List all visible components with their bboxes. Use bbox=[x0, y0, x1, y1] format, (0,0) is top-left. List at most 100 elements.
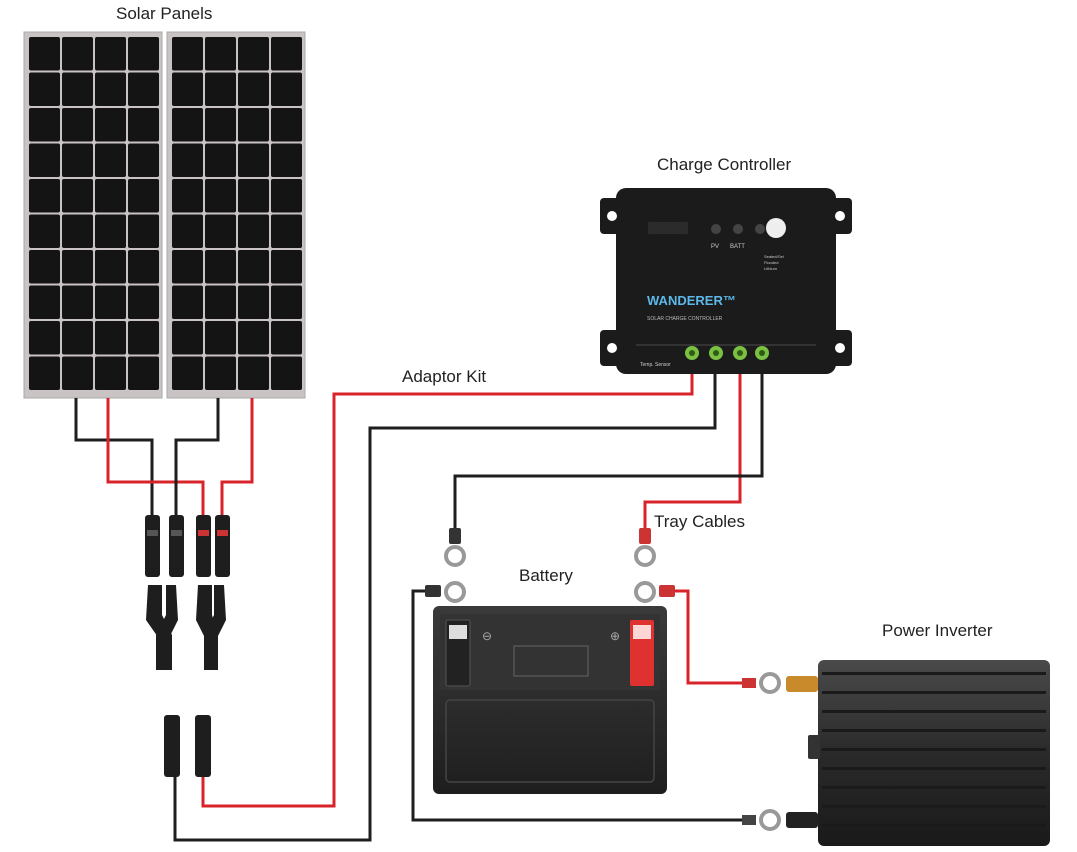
solar-cell bbox=[205, 356, 236, 390]
solar-cell bbox=[128, 214, 159, 248]
controller-brand: WANDERER™ bbox=[647, 293, 736, 308]
controller-subtitle: SOLAR CHARGE CONTROLLER bbox=[647, 316, 723, 322]
solar-cell bbox=[205, 321, 236, 355]
solar-panels-label: Solar Panels bbox=[116, 4, 213, 23]
inverter-fin bbox=[822, 691, 1046, 694]
solar-cell bbox=[238, 108, 269, 142]
solar-cell bbox=[271, 37, 302, 71]
solar-panel-left bbox=[23, 31, 163, 399]
mode-line: Sealed/Gel bbox=[764, 254, 784, 259]
adaptor-kit-wires bbox=[173, 373, 717, 842]
solar-cell bbox=[95, 285, 126, 319]
power-inverter bbox=[742, 660, 1050, 846]
solar-cell bbox=[29, 72, 60, 106]
solar-cell bbox=[62, 356, 93, 390]
solar-cell bbox=[205, 143, 236, 177]
solar-cell bbox=[172, 321, 203, 355]
solar-cell bbox=[62, 108, 93, 142]
solar-cell bbox=[172, 356, 203, 390]
solar-cell bbox=[62, 179, 93, 213]
solar-cell bbox=[271, 108, 302, 142]
inverter-fin bbox=[822, 710, 1046, 713]
tray-cable-wires bbox=[453, 373, 764, 540]
solar-cell bbox=[62, 214, 93, 248]
solar-cell bbox=[205, 285, 236, 319]
battery-unit: ⊖ ⊕ bbox=[433, 606, 667, 794]
solar-cell bbox=[271, 214, 302, 248]
solar-cell bbox=[172, 143, 203, 177]
solar-cell bbox=[95, 356, 126, 390]
solar-cell bbox=[238, 356, 269, 390]
ring-terminals bbox=[425, 528, 675, 603]
solar-cell bbox=[62, 285, 93, 319]
solar-cell bbox=[238, 321, 269, 355]
inverter-fins bbox=[822, 672, 1046, 827]
solar-cell bbox=[128, 143, 159, 177]
solar-cell bbox=[62, 143, 93, 177]
mode-line: Flooded bbox=[764, 260, 778, 265]
solar-cell bbox=[271, 72, 302, 106]
battery-positive-symbol: ⊕ bbox=[610, 629, 620, 643]
inverter-fin bbox=[822, 729, 1046, 732]
solar-cell bbox=[172, 72, 203, 106]
power-inverter-label: Power Inverter bbox=[882, 621, 993, 640]
solar-cell bbox=[205, 214, 236, 248]
solar-cell bbox=[29, 356, 60, 390]
solar-cell bbox=[205, 37, 236, 71]
solar-cell bbox=[238, 72, 269, 106]
solar-cell bbox=[238, 179, 269, 213]
solar-cell bbox=[29, 321, 60, 355]
mc4-connectors bbox=[145, 515, 230, 577]
tray-cables-label: Tray Cables bbox=[654, 512, 746, 531]
solar-cell bbox=[95, 250, 126, 284]
solar-cell bbox=[205, 179, 236, 213]
solar-cell bbox=[29, 179, 60, 213]
solar-cell bbox=[271, 321, 302, 355]
solar-cell bbox=[62, 250, 93, 284]
mode-line: Lithium bbox=[764, 266, 778, 271]
adaptor-kit-label: Adaptor Kit bbox=[402, 367, 487, 386]
solar-cell bbox=[238, 285, 269, 319]
solar-cell bbox=[271, 250, 302, 284]
solar-cell bbox=[29, 250, 60, 284]
solar-cell bbox=[172, 37, 203, 71]
solar-cell bbox=[238, 37, 269, 71]
solar-cell bbox=[205, 250, 236, 284]
solar-cell bbox=[128, 321, 159, 355]
solar-cell bbox=[29, 143, 60, 177]
solar-cell bbox=[29, 108, 60, 142]
solar-cell bbox=[128, 37, 159, 71]
y-branch-connectors bbox=[146, 585, 226, 777]
charge-controller-label: Charge Controller bbox=[657, 155, 792, 174]
solar-cell bbox=[62, 37, 93, 71]
battery-label: Battery bbox=[519, 566, 573, 585]
solar-cell bbox=[29, 285, 60, 319]
solar-cell bbox=[62, 321, 93, 355]
solar-cell bbox=[128, 108, 159, 142]
inverter-fin bbox=[822, 786, 1046, 789]
temp-sensor-label: Temp. Sensor bbox=[640, 362, 671, 368]
solar-cell bbox=[271, 356, 302, 390]
solar-cell bbox=[95, 143, 126, 177]
inverter-fin bbox=[822, 805, 1046, 808]
inverter-fin bbox=[822, 672, 1046, 675]
inverter-fin bbox=[822, 748, 1046, 751]
solar-cell bbox=[271, 285, 302, 319]
solar-cell bbox=[238, 250, 269, 284]
solar-cell bbox=[128, 72, 159, 106]
solar-cell bbox=[95, 37, 126, 71]
solar-cell bbox=[172, 285, 203, 319]
solar-cell bbox=[205, 72, 236, 106]
battery-negative-symbol: ⊖ bbox=[482, 629, 492, 643]
solar-cell bbox=[29, 214, 60, 248]
solar-cell bbox=[172, 108, 203, 142]
solar-cell bbox=[128, 179, 159, 213]
solar-cell bbox=[95, 108, 126, 142]
solar-cell bbox=[238, 214, 269, 248]
solar-cell bbox=[95, 179, 126, 213]
panel-wires bbox=[74, 398, 254, 515]
solar-cell bbox=[172, 214, 203, 248]
charge-controller: WANDERER™ SOLAR CHARGE CONTROLLER PV BAT… bbox=[600, 188, 852, 374]
solar-cell bbox=[62, 72, 93, 106]
